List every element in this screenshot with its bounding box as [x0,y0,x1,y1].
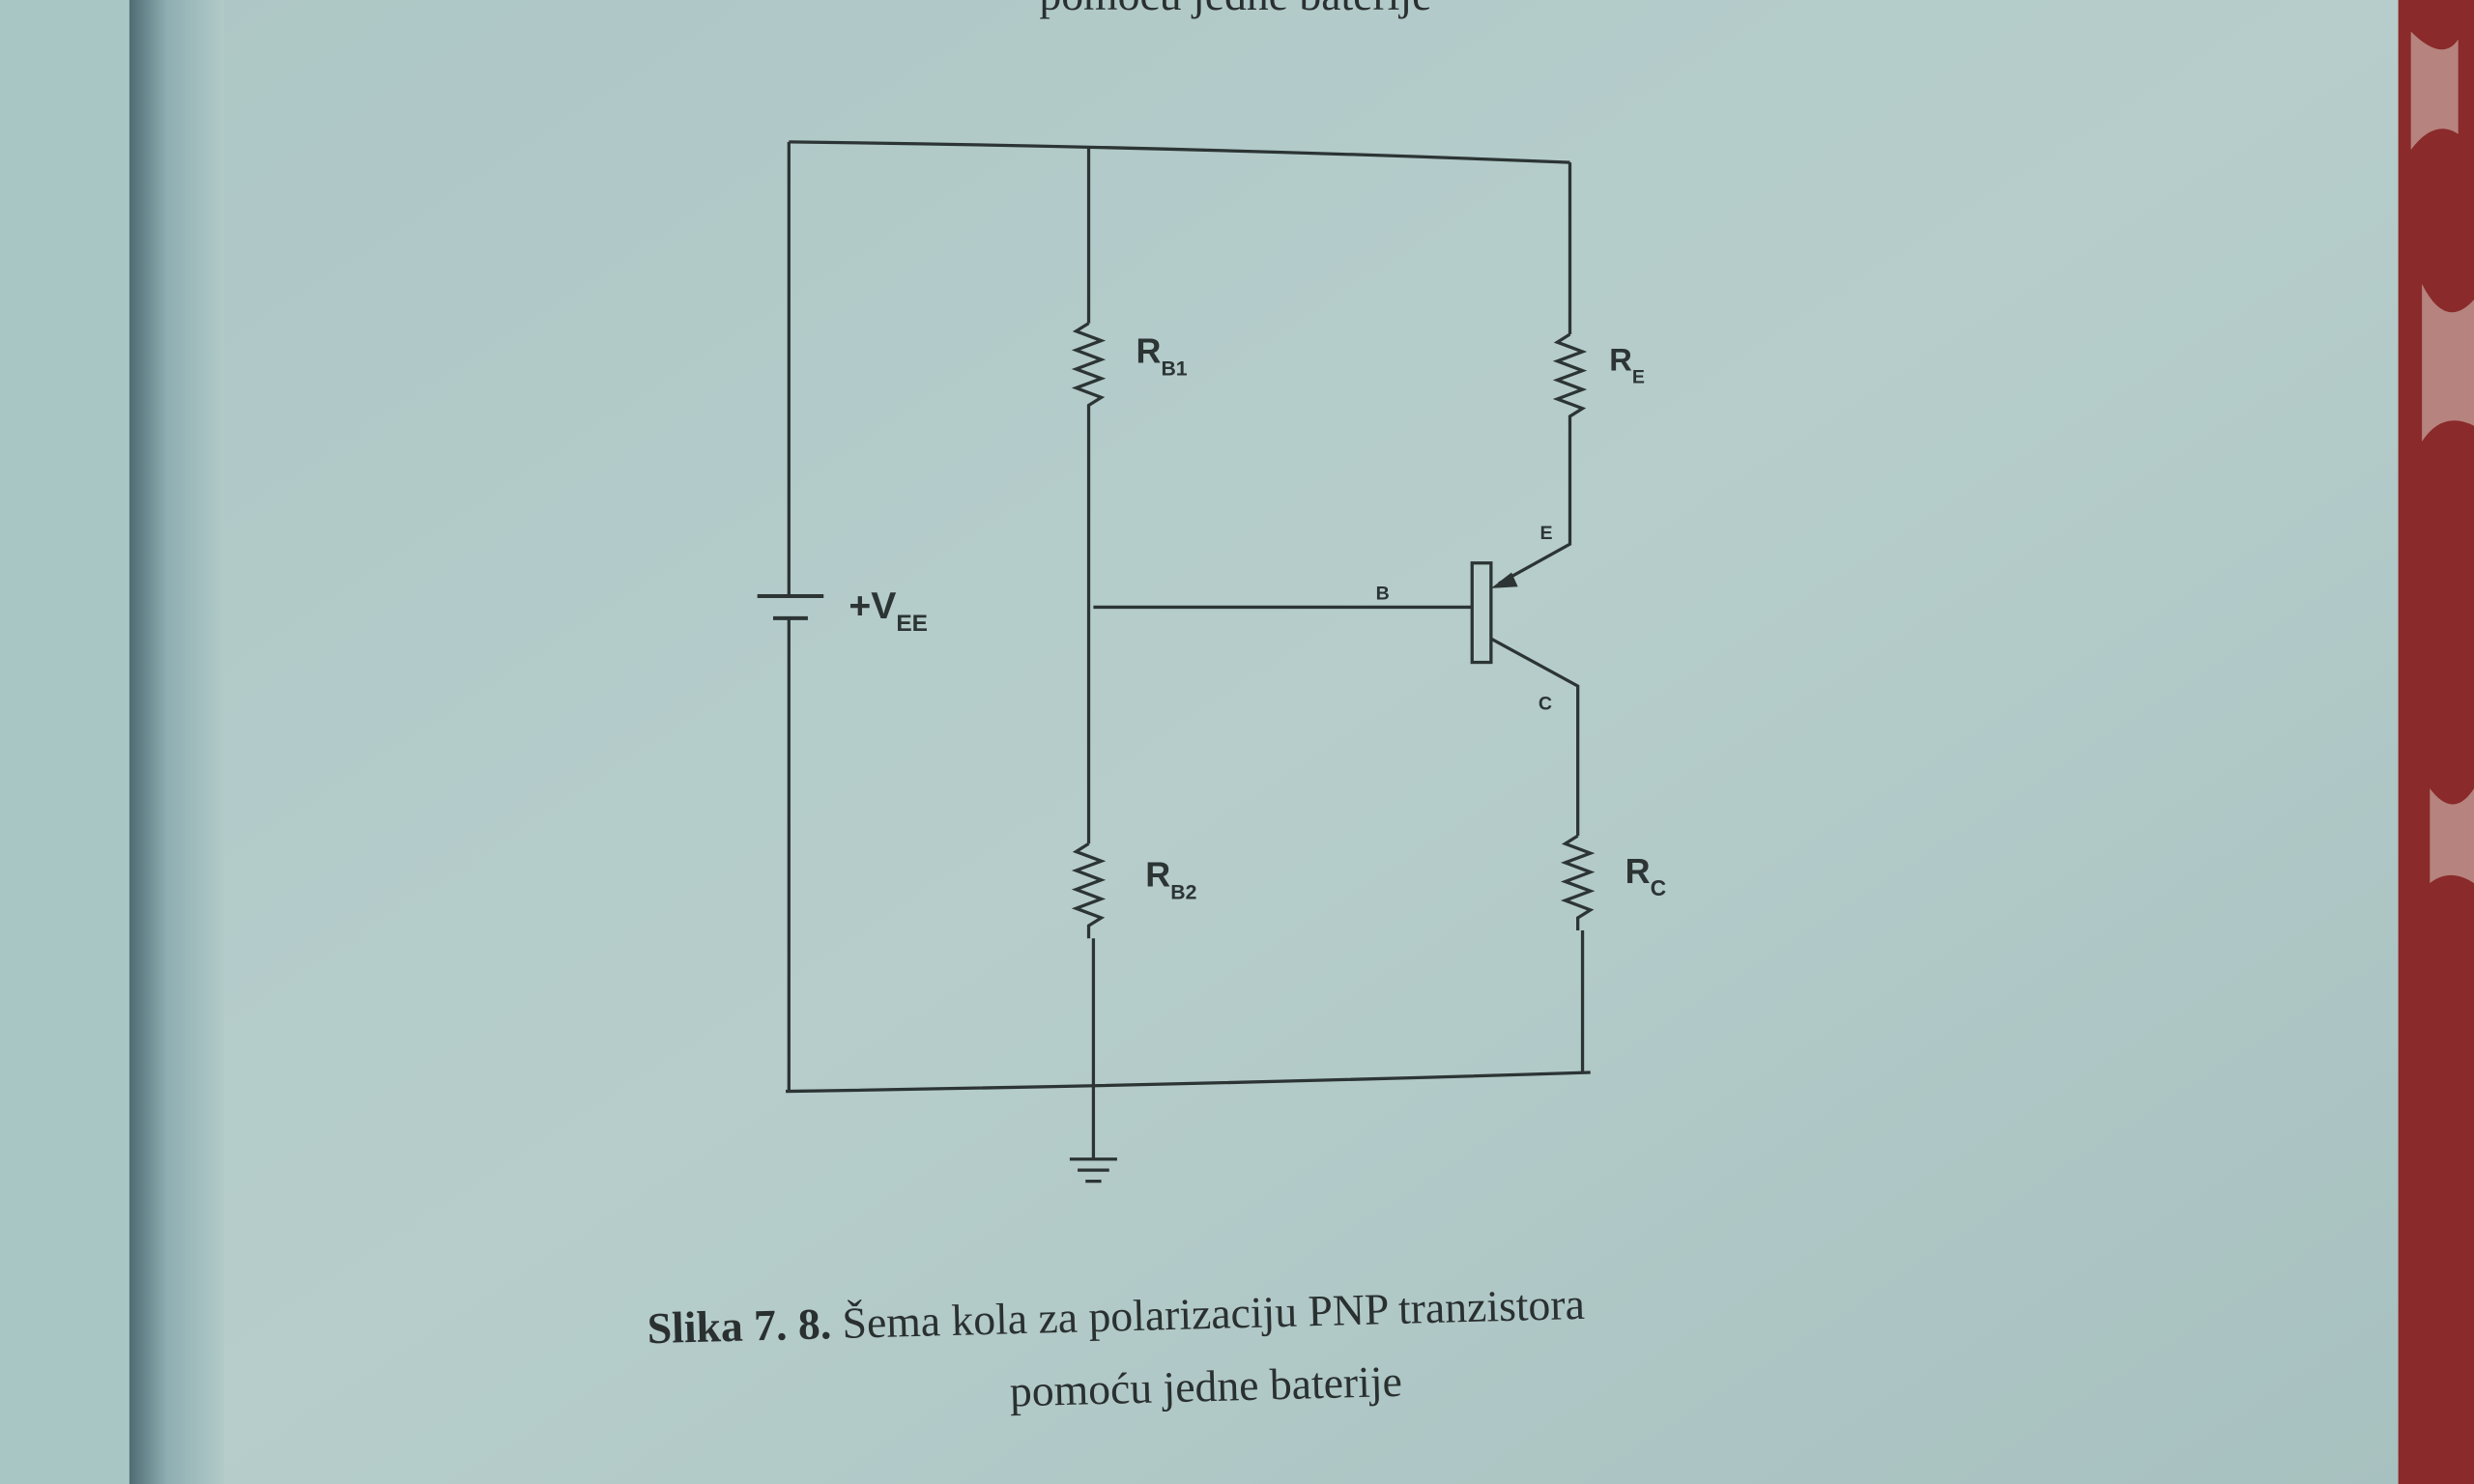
background-fabric [2398,0,2474,1484]
label-re: RE [1609,342,1645,388]
resistor-rb1 [1071,322,1107,418]
label-emitter: E [1539,523,1552,544]
wire-bottom [786,1070,1591,1094]
transistor-base-bar [1470,561,1493,665]
book-spine-shadow [129,0,224,1484]
wire-top [789,140,1570,164]
resistor-re [1552,332,1588,442]
ground-symbol [1069,1157,1117,1184]
label-rc: RC [1625,851,1666,900]
wire-collector [1490,637,1585,1072]
wire-middle [1086,146,1096,1159]
fabric-pattern [2410,31,2474,884]
header-fragment: pomoću jedne baterije [1039,0,1431,19]
label-vee: +VEE [849,585,928,637]
right-page [138,0,2411,1484]
resistor-rc [1560,834,1596,931]
figure-caption-line2: pomoću jedne baterije [1009,1356,1402,1416]
resistor-rb2 [1071,842,1107,939]
label-rb1: RB1 [1136,330,1188,380]
circuit-diagram [757,140,1596,1184]
left-page [0,0,151,1484]
wire-emitter [1498,162,1572,585]
emitter-arrow-icon [1490,572,1518,588]
label-collector: C [1539,694,1552,715]
label-base: B [1376,583,1390,604]
battery-symbol [757,593,824,620]
label-rb2: RB2 [1145,854,1196,903]
